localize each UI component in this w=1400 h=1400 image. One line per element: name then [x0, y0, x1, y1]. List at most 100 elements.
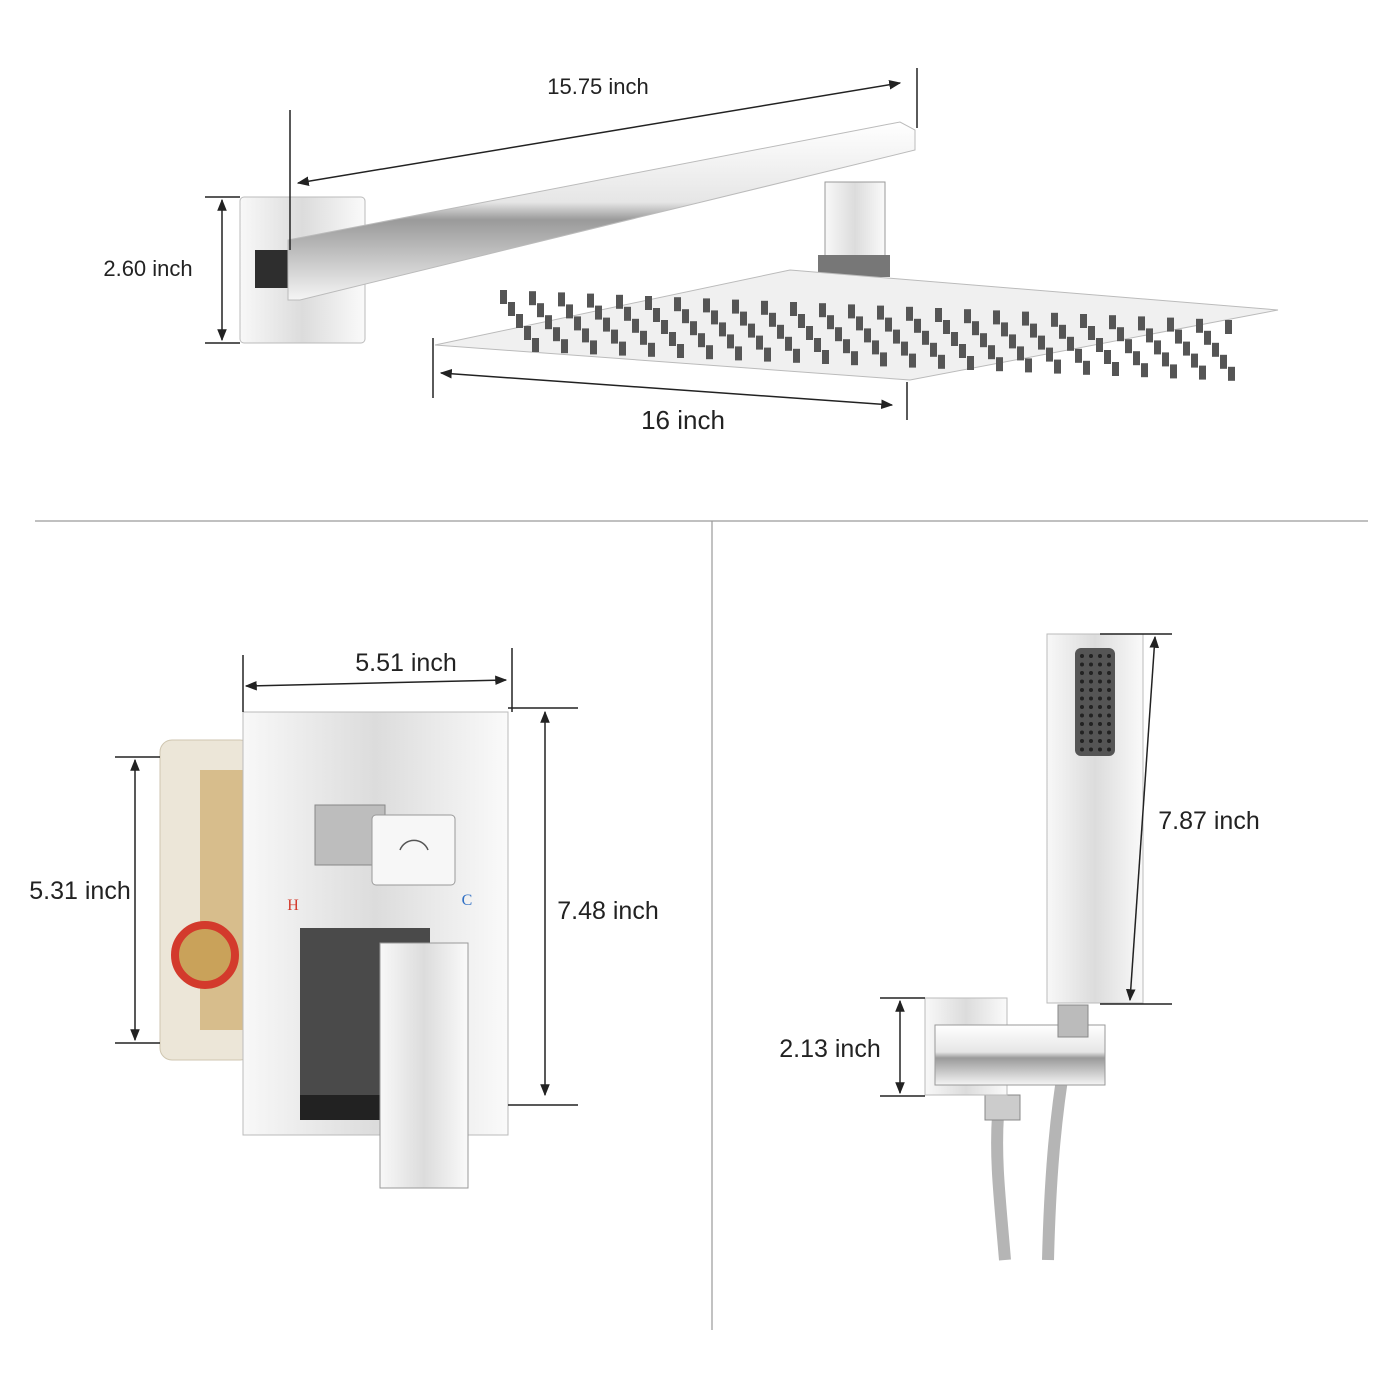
wand-length-dimension: 7.87 inch: [1100, 633, 1260, 1005]
nozzle-dot: [1089, 688, 1093, 692]
nozzle-dot: [1107, 705, 1111, 709]
valve-illustration: H C: [159, 711, 509, 1189]
nozzle: [1046, 347, 1053, 362]
nozzle: [851, 351, 858, 366]
nozzle: [1220, 354, 1227, 369]
nozzle: [880, 352, 887, 367]
nozzle: [632, 318, 639, 333]
nozzle: [980, 333, 987, 348]
nozzle: [843, 339, 850, 354]
nozzle: [674, 297, 681, 312]
nozzle-dot: [1089, 696, 1093, 701]
nozzle: [1075, 348, 1082, 363]
nozzle: [1212, 342, 1219, 357]
head-width-dimension: 16 inch: [432, 338, 908, 435]
nozzle: [885, 317, 892, 332]
nozzle: [1141, 363, 1148, 378]
nozzle: [972, 321, 979, 336]
nozzle-dot: [1080, 705, 1084, 709]
flange-height-label: 2.60 inch: [103, 256, 192, 281]
nozzle: [777, 324, 784, 339]
nozzle: [922, 330, 929, 345]
nozzle-dot: [1098, 739, 1102, 743]
nozzle: [1112, 362, 1119, 376]
nozzle: [1038, 335, 1045, 350]
nozzle-dot: [1107, 730, 1111, 735]
nozzle: [1146, 328, 1153, 343]
nozzle-dot: [1080, 679, 1084, 684]
nozzle: [703, 298, 710, 313]
nozzle: [785, 336, 792, 351]
nozzle: [611, 329, 618, 344]
nozzle: [532, 338, 539, 352]
hot-label: H: [287, 897, 299, 914]
nozzle-dot: [1080, 654, 1084, 658]
nozzle-dot: [1107, 679, 1111, 684]
nozzle: [848, 304, 855, 319]
nozzle: [587, 293, 594, 308]
nozzle-dot: [1098, 679, 1102, 684]
nozzle: [872, 340, 879, 355]
nozzle: [1162, 352, 1169, 367]
mixer-lever: [379, 942, 469, 1189]
nozzle: [1138, 316, 1145, 331]
nozzle: [1083, 360, 1090, 375]
nozzle: [582, 328, 589, 343]
nozzle: [793, 348, 800, 363]
nozzle: [951, 332, 958, 346]
bracket-height-label: 2.13 inch: [779, 1035, 880, 1063]
nozzle-pattern: [500, 290, 1235, 381]
nozzle: [500, 290, 507, 304]
nozzle-dot: [1098, 688, 1102, 692]
nozzle: [1104, 350, 1111, 364]
hand-shower-nozzles: [1080, 654, 1111, 752]
nozzle: [764, 347, 771, 362]
nozzle: [938, 354, 945, 369]
nozzle-dot: [1080, 688, 1084, 692]
nozzle: [1175, 329, 1182, 344]
nozzle: [1133, 351, 1140, 366]
nozzle: [798, 314, 805, 328]
nozzle: [864, 328, 871, 343]
nozzle-dot: [1089, 713, 1093, 718]
nozzle: [1167, 317, 1174, 332]
nozzle: [761, 300, 768, 315]
nozzle: [1199, 365, 1206, 380]
nozzle-dot: [1107, 713, 1111, 718]
nozzle: [822, 350, 829, 364]
nozzle: [595, 305, 602, 320]
flange-height-dimension: 2.60 inch: [103, 196, 240, 344]
plate-width-dimension: 5.51 inch: [242, 648, 513, 712]
nozzle: [967, 356, 974, 370]
nozzle: [748, 323, 755, 338]
nozzle: [537, 303, 544, 318]
nozzle: [1017, 346, 1024, 361]
nozzle: [645, 296, 652, 310]
nozzle-dot: [1107, 722, 1111, 726]
nozzle: [835, 327, 842, 342]
nozzle: [1183, 341, 1190, 356]
nozzle-dot: [1089, 705, 1093, 709]
nozzle: [901, 341, 908, 356]
nozzle: [1117, 327, 1124, 342]
nozzle: [988, 345, 995, 360]
nozzle: [893, 329, 900, 344]
nozzle: [856, 316, 863, 331]
nozzle: [1030, 323, 1037, 338]
nozzle: [1109, 315, 1116, 330]
nozzle: [661, 320, 668, 334]
nozzle-dot: [1089, 739, 1093, 743]
arm-length-label: 15.75 inch: [547, 74, 649, 99]
nozzle-dot: [1080, 730, 1084, 735]
nozzle-dot: [1089, 679, 1093, 684]
nozzle: [1059, 324, 1066, 339]
nozzle: [909, 353, 916, 368]
nozzle: [996, 357, 1003, 372]
nozzle-dot: [1098, 705, 1102, 709]
nozzle: [1022, 311, 1029, 326]
nozzle-dot: [1080, 696, 1084, 701]
nozzle-dot: [1098, 654, 1102, 658]
nozzle-dot: [1089, 662, 1093, 667]
plate-width-label: 5.51 inch: [355, 649, 456, 677]
nozzle: [719, 322, 726, 337]
